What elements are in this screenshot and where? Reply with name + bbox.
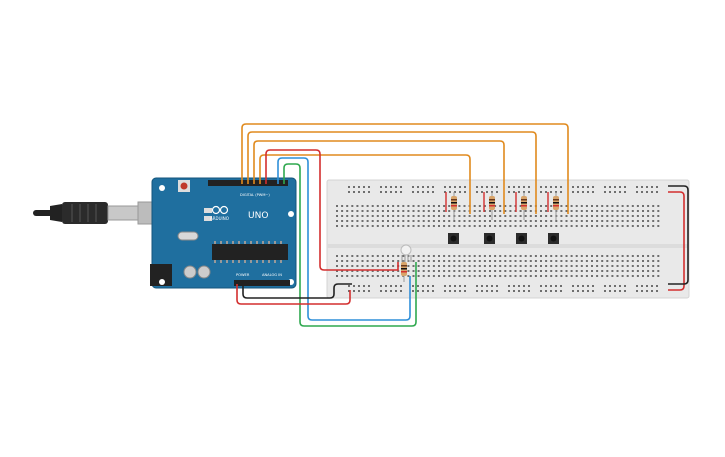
resistor[interactable] <box>489 192 495 220</box>
wire-orange-2[interactable] <box>247 131 537 214</box>
power-label: POWER <box>236 273 250 277</box>
wire-orange-3[interactable] <box>253 140 505 214</box>
pushbutton[interactable] <box>548 233 559 244</box>
wire-orange-1[interactable] <box>241 123 569 214</box>
wire-red-rail-jumper[interactable] <box>668 191 685 291</box>
power-analog-header <box>234 280 290 286</box>
resistor[interactable] <box>451 192 457 220</box>
resistors <box>401 192 559 282</box>
digital-label: DIGITAL (PWM~) <box>240 193 270 197</box>
usb-cable[interactable] <box>33 201 153 225</box>
rgb-led[interactable] <box>400 244 412 262</box>
wire-green[interactable] <box>283 163 417 327</box>
pushbuttons <box>448 233 559 244</box>
arduino-board[interactable]: ARDUINO UNO DIGITAL (PWM~) POWER ANALOG … <box>150 177 297 289</box>
microcontroller-chip <box>212 244 288 260</box>
reset-button[interactable] <box>180 182 188 190</box>
resistor[interactable] <box>553 192 559 220</box>
wire-black-rail-jumper[interactable] <box>668 185 689 285</box>
analog-label: ANALOG IN <box>262 273 282 277</box>
resistor[interactable] <box>401 260 407 282</box>
wire-black-gnd[interactable] <box>242 283 352 299</box>
breadboard[interactable] <box>326 179 690 299</box>
wire-red-5v[interactable] <box>236 284 351 305</box>
wire-blue[interactable] <box>277 157 411 321</box>
pushbutton[interactable] <box>448 233 459 244</box>
board-model: UNO <box>248 211 268 221</box>
arduino-logo <box>211 205 229 215</box>
board-brand: ARDUINO <box>210 216 229 221</box>
pushbutton[interactable] <box>484 233 495 244</box>
pushbutton[interactable] <box>516 233 527 244</box>
wire-red-led[interactable] <box>265 149 399 271</box>
resistor[interactable] <box>521 192 527 220</box>
wire-orange-4[interactable] <box>259 154 471 214</box>
